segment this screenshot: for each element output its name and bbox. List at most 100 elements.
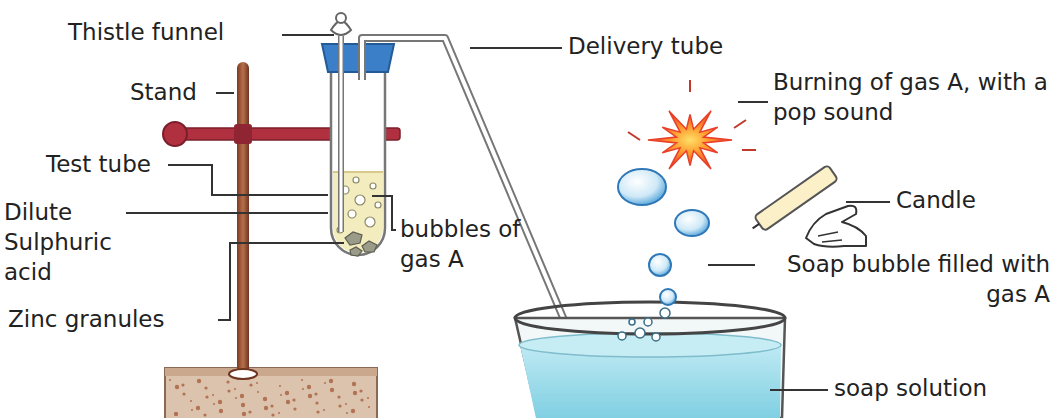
stand-base (279, 385, 281, 387)
explosion (648, 111, 732, 169)
stand-base (285, 391, 289, 395)
stand-base (302, 388, 304, 390)
leader-lines (470, 47, 562, 49)
candle (753, 224, 760, 229)
stand-base (227, 389, 230, 392)
zinc-granules (345, 232, 362, 245)
zinc-granules (350, 247, 362, 256)
leader-lines (708, 264, 755, 266)
stand-base (352, 382, 356, 386)
stand-base (330, 388, 334, 392)
stand-base (368, 406, 370, 408)
stand-base (248, 410, 251, 413)
leader-lines (168, 165, 328, 195)
zinc-granules (362, 241, 377, 252)
stand-base (360, 398, 363, 401)
stand-base (249, 383, 252, 386)
stand-base (359, 389, 362, 392)
part-label: Thistle funnel (68, 18, 283, 48)
leader-lines (372, 196, 396, 230)
stand-base (242, 412, 246, 416)
reagent-label: Dilute Sulphuric acid (4, 198, 128, 288)
stand-rod (237, 62, 249, 374)
soap-bubbles (618, 169, 709, 305)
leader-lines (770, 389, 828, 391)
rising-bubbles (618, 308, 670, 341)
stand-base (196, 406, 200, 410)
soap-bubbles (649, 254, 671, 276)
stand-base (263, 397, 267, 401)
stand-base (301, 379, 303, 381)
stand-base (240, 394, 244, 398)
test-tube (348, 210, 356, 218)
stand-base (226, 380, 229, 383)
test-tube (370, 183, 376, 189)
stand-base (314, 392, 317, 395)
explosion (628, 80, 756, 169)
explosion (734, 120, 746, 128)
thistle-funnel (338, 36, 344, 232)
part-label: soap solution (834, 374, 1044, 404)
stand-base (241, 403, 245, 407)
part-label: Delivery tube (568, 32, 778, 62)
reagent-label: Zinc granules (8, 305, 223, 335)
stand-base (257, 391, 259, 393)
clamp (234, 124, 252, 144)
stand-base (292, 398, 295, 401)
stand-base (353, 391, 357, 395)
observation-label: Burning of gas A, with a pop sound (773, 68, 1051, 128)
stand-base (219, 409, 223, 413)
rising-bubbles (635, 328, 645, 338)
stand-base (308, 394, 312, 398)
part-label: Candle (896, 186, 1016, 216)
stand-base (213, 403, 215, 405)
test-tube (353, 177, 359, 183)
part-label: bubbles of gas A (400, 215, 522, 275)
thistle-funnel (336, 13, 346, 23)
stand-base (307, 385, 311, 389)
stand-base (264, 406, 268, 410)
stand-base (165, 368, 377, 418)
explosion (689, 80, 691, 92)
stand-base (235, 397, 237, 399)
stand-base (197, 379, 201, 383)
part-label: Stand (130, 78, 220, 108)
stand-rod (229, 369, 257, 379)
stand-base (175, 385, 179, 389)
hand (806, 206, 866, 247)
stand-base (182, 392, 185, 395)
stand-base (270, 404, 273, 407)
leader-lines (126, 212, 328, 214)
stand-base (165, 368, 377, 418)
stand-base (337, 395, 340, 398)
thistle-funnel (340, 36, 343, 232)
stand-base (204, 386, 207, 389)
hand (806, 206, 866, 247)
stand-base (280, 394, 282, 396)
stand-base (169, 379, 171, 381)
soap-bubbles (618, 169, 666, 205)
rising-bubbles (644, 318, 652, 326)
stand-base (346, 412, 348, 414)
explosion (628, 132, 640, 140)
trough (519, 333, 781, 357)
leader-lines (738, 101, 768, 103)
stand-base (218, 400, 222, 404)
stand-base (205, 395, 208, 398)
thistle-funnel (331, 13, 351, 232)
stand-base (190, 400, 192, 402)
explosion (742, 149, 756, 151)
stand-base (165, 368, 377, 376)
stand-base (345, 403, 347, 405)
stand-base (174, 412, 178, 416)
part-label: Test tube (46, 150, 176, 180)
stand-base (191, 409, 193, 411)
stand-base (315, 401, 318, 404)
stand-base (367, 397, 369, 399)
leader-lines (216, 92, 234, 94)
part-label: Soap bubble filled with gas A (760, 250, 1050, 310)
stand-base (351, 409, 355, 413)
clamp (163, 122, 187, 146)
